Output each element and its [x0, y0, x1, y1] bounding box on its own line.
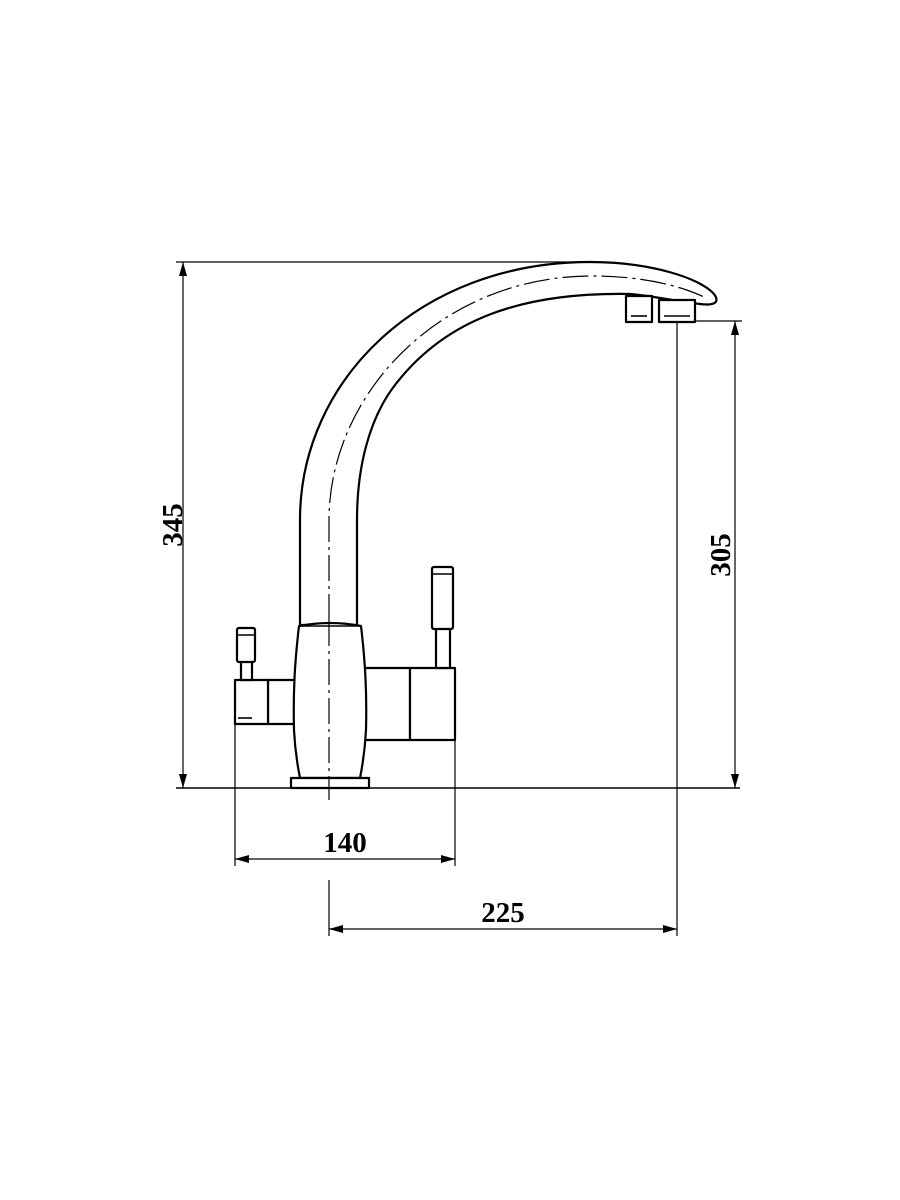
dim-140-label: 140 [323, 827, 367, 859]
right-handle-stem [434, 625, 452, 670]
right-body-block [360, 666, 412, 742]
dim-345-label: 345 [157, 503, 189, 547]
dim-140-arrow-left [235, 855, 249, 863]
dim-345-arrow-bottom [179, 774, 187, 788]
right-handle-grip [430, 565, 455, 631]
dimension-lines [176, 261, 742, 936]
dimension-labels: 345 305 140 225 [157, 503, 737, 929]
dim-225-arrow-right [663, 925, 677, 933]
left-handle-grip [235, 626, 257, 664]
dim-305-label: 305 [705, 533, 737, 577]
dim-345-arrow-top [179, 262, 187, 276]
left-valve-cap [233, 678, 270, 726]
center-lines [328, 275, 707, 800]
right-valve-housing [408, 666, 457, 742]
dim-140-arrow-right [441, 855, 455, 863]
outlet-left [624, 294, 654, 324]
spout-centerline [328, 275, 707, 620]
faucet [233, 260, 718, 790]
outlet-right [657, 298, 697, 324]
dim-225-label: 225 [481, 897, 525, 929]
base-plate [289, 776, 371, 790]
dim-305-arrow-top [731, 321, 739, 335]
dim-305-arrow-bottom [731, 774, 739, 788]
spout [298, 260, 718, 627]
dim-225-arrow-left [329, 925, 343, 933]
central-body [292, 621, 368, 780]
